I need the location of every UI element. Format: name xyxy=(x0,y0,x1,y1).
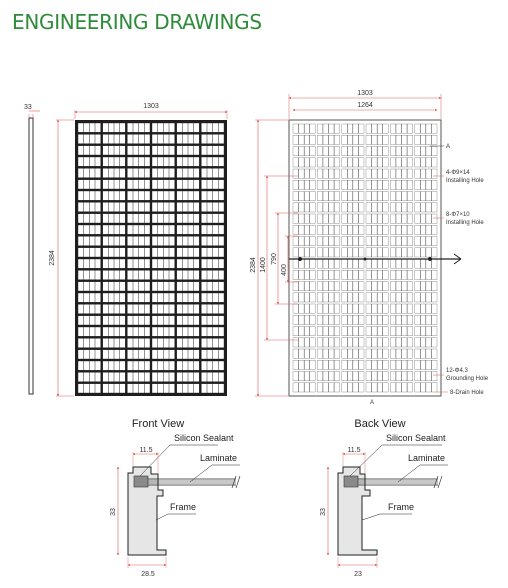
back-790-value: 790 xyxy=(271,253,278,265)
back-callouts: A 4-Φ9×14 Installing Hole 8-Φ7×10 Instal… xyxy=(370,144,489,406)
back-inner-width-value: 1264 xyxy=(357,102,373,109)
back-400-value: 400 xyxy=(281,264,288,276)
front-base-dim: 28.5 xyxy=(141,571,155,578)
front-frame-label: Frame xyxy=(170,502,196,512)
grounding-holes-spec: 12-Φ4.3 xyxy=(446,368,468,374)
installing-holes2-name: Installing Hole xyxy=(446,220,484,226)
back-height-dimensions: 2384 1400 790 400 xyxy=(250,119,298,397)
back-cell-grid xyxy=(292,123,438,393)
back-width-dimension: 1303 1264 xyxy=(288,90,442,119)
front-height-value: 2384 xyxy=(49,250,56,266)
back-laminate-label: Laminate xyxy=(408,453,445,463)
back-sealant-label: Silicon Sealant xyxy=(386,433,446,443)
drain-holes-label: 8-Drain Hole xyxy=(450,390,484,396)
front-panel xyxy=(75,120,227,396)
front-view-title: Front View xyxy=(132,418,184,430)
back-base-dim: 23 xyxy=(354,571,362,578)
back-height-dim: 33 xyxy=(320,508,327,516)
page-title: ENGINEERING DRAWINGS xyxy=(12,10,262,34)
grounding-holes-name: Grounding Hole xyxy=(446,376,489,382)
front-view-section: Front View Silicon Sealant Laminate Fram… xyxy=(110,418,241,578)
bottom-marker-a: A xyxy=(370,400,374,406)
front-sealant-label: Silicon Sealant xyxy=(174,433,234,443)
back-view-section: Back View Silicon Sealant Laminate Frame… xyxy=(320,418,448,578)
back-frame-label: Frame xyxy=(388,502,414,512)
front-width-dimension: 1303 xyxy=(74,103,228,119)
installing-holes-name: Installing Hole xyxy=(446,178,484,184)
back-panel xyxy=(288,119,462,397)
back-width-value: 1303 xyxy=(357,90,373,97)
back-view-title: Back View xyxy=(354,418,405,430)
installing-holes2-spec: 8-Φ7×10 xyxy=(446,212,470,218)
front-laminate-label: Laminate xyxy=(200,453,237,463)
side-thickness-dim: 33 xyxy=(24,104,32,111)
section-marker-a: A xyxy=(446,144,450,150)
front-lip-dim: 11.5 xyxy=(139,447,152,454)
back-lip-dim: 11.5 xyxy=(347,447,360,454)
front-height-dimension: 2384 xyxy=(49,119,74,397)
front-cell-grid xyxy=(77,122,225,394)
installing-holes-spec: 4-Φ9×14 xyxy=(446,170,470,176)
front-width-value: 1303 xyxy=(143,103,159,110)
back-1400-value: 1400 xyxy=(260,257,267,273)
front-height-dim: 33 xyxy=(110,508,117,516)
side-profile: 33 xyxy=(24,104,40,395)
back-height-value: 2384 xyxy=(250,257,257,273)
